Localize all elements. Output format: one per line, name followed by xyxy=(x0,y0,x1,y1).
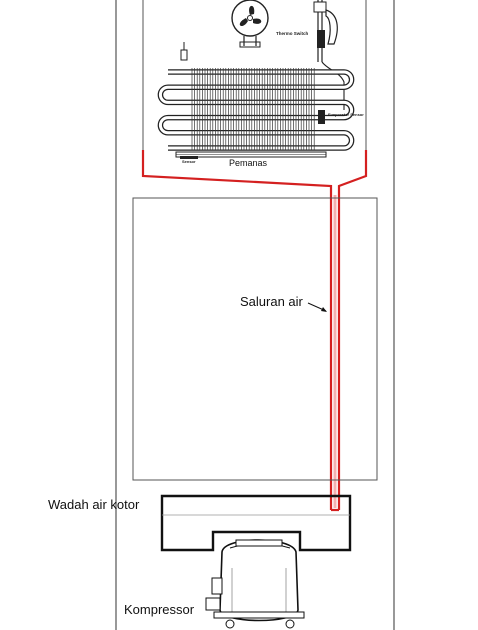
freezer-compartment xyxy=(132,197,378,481)
heater-bar xyxy=(175,151,327,159)
thermostat-sensor-tube xyxy=(313,0,345,110)
coil-tube xyxy=(158,70,354,150)
heater-terminal-label: Sensor xyxy=(182,159,196,164)
kompressor-label: Kompressor xyxy=(124,602,195,617)
sensor-icon xyxy=(180,42,188,61)
saluran-air-label: Saluran air xyxy=(240,294,304,309)
evaporator-compartment xyxy=(142,0,367,150)
drain-pan xyxy=(160,494,352,552)
fan-icon xyxy=(231,0,269,48)
saluran-air-arrow xyxy=(307,302,327,312)
thermo-switch-label: Thermo Switch xyxy=(276,31,309,36)
drain-water-line xyxy=(141,150,368,512)
evaporator-sensor-label: Evaporator Sensor xyxy=(328,112,364,117)
compressor-icon xyxy=(205,539,305,629)
evaporator-sensor xyxy=(318,110,325,124)
wadah-air-kotor-label: Wadah air kotor xyxy=(48,497,140,512)
evaporator-coil-icon xyxy=(157,68,355,151)
pemanas-label: Pemanas xyxy=(229,158,268,168)
